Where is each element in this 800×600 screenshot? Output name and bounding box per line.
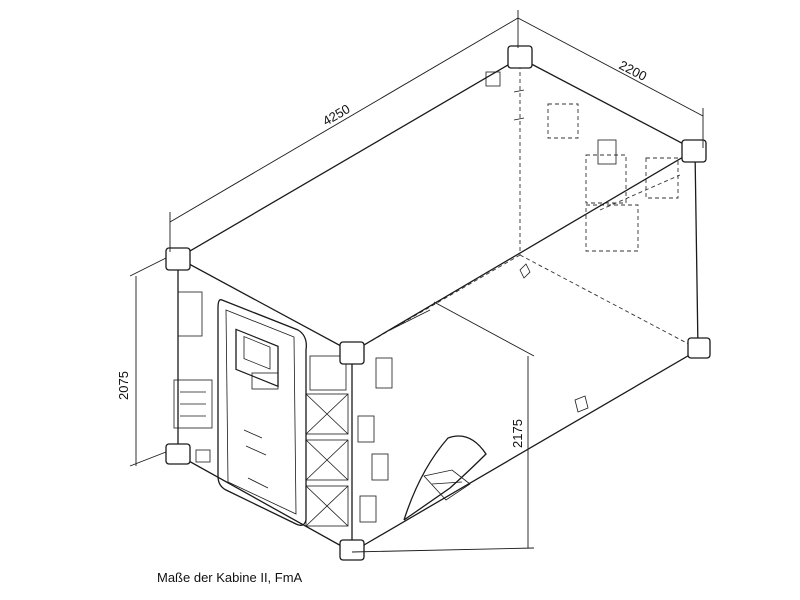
hidden-edges <box>351 58 701 353</box>
height-side-label: 2175 <box>510 419 525 448</box>
dimension-height-side <box>351 301 535 553</box>
dimension-height-front <box>129 257 167 467</box>
top-details <box>389 71 617 331</box>
dimension-width <box>517 17 704 148</box>
width-label: 2200 <box>617 57 650 83</box>
cabin-outline <box>176 57 699 554</box>
side-panel <box>357 263 589 523</box>
front-panel <box>173 291 349 527</box>
dimension-length <box>169 10 519 252</box>
x-panels <box>305 393 349 527</box>
height-front-label: 2075 <box>116 371 131 400</box>
figure-caption: Maße der Kabine II, FmA <box>157 570 303 585</box>
corner-castings <box>165 45 711 561</box>
